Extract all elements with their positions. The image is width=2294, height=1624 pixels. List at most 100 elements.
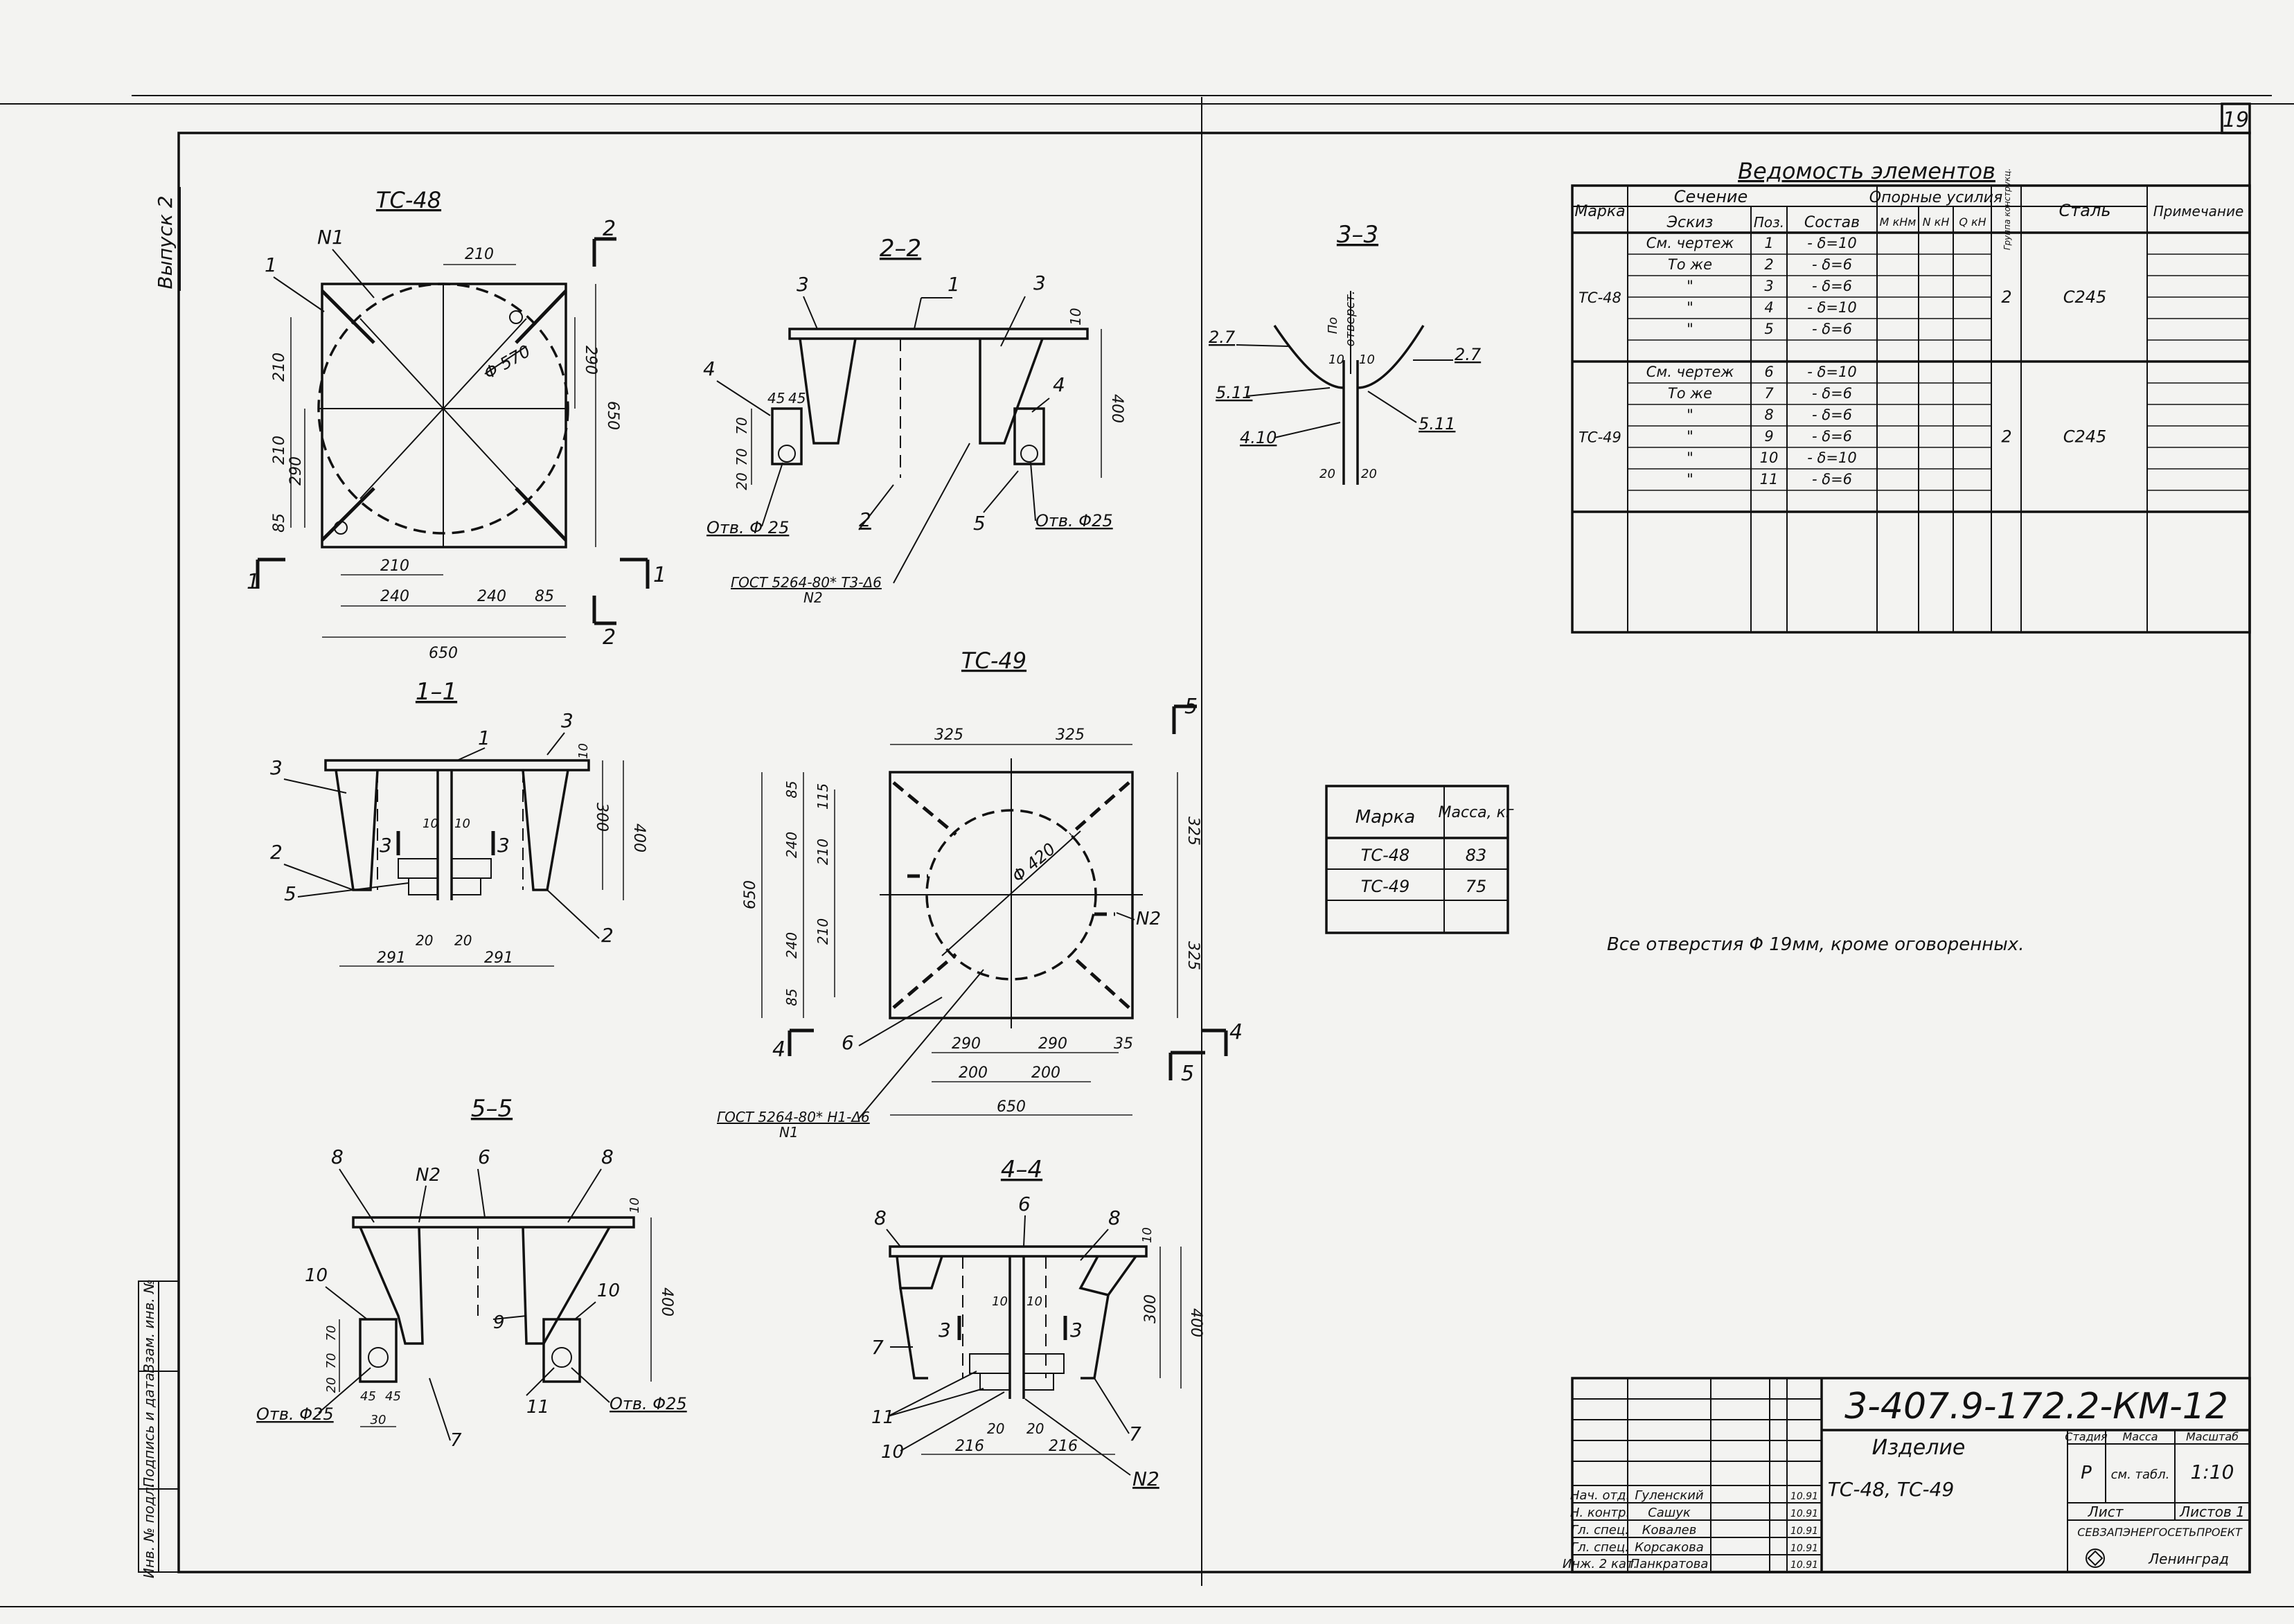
table-cell-sostav: - δ=10 bbox=[1807, 364, 1856, 380]
s33-d20a: 20 bbox=[1319, 467, 1335, 481]
tc49-b35: 35 bbox=[1114, 1035, 1133, 1053]
tc48-dim-overall: 650 bbox=[429, 645, 458, 662]
s55-top10: 10 bbox=[628, 1197, 642, 1213]
view-tc48-plan: ТС-48 1 N1 Φ 570 210 650 290 210 210 290… bbox=[247, 187, 666, 662]
tc48-dim-left-210a: 210 bbox=[271, 353, 288, 382]
tc49-callout-6: 6 bbox=[842, 1031, 854, 1054]
tb-scale: 1:10 bbox=[2191, 1461, 2234, 1483]
s33-vert2: отверст. bbox=[1343, 291, 1358, 347]
s33-label-410: 4.10 bbox=[1240, 428, 1277, 447]
th-n: N кН bbox=[1923, 215, 1950, 229]
tb-person-name: Панкратова bbox=[1630, 1557, 1709, 1571]
tb-logo-icon bbox=[2086, 1549, 2105, 1568]
table-cell-sostav: - δ=6 bbox=[1812, 471, 1852, 488]
tc49-b200a: 200 bbox=[959, 1064, 988, 1082]
s33-vert1: По bbox=[1326, 317, 1340, 334]
s33-d10b: 10 bbox=[1359, 353, 1375, 367]
tb-city: Ленинград bbox=[2148, 1551, 2229, 1567]
tb-org: СЕВЗАПЭНЕРГОСЕТЬПРОЕКТ bbox=[2077, 1526, 2243, 1539]
s22-callout-3a: 3 bbox=[797, 273, 809, 296]
tc49-l240a: 240 bbox=[783, 832, 800, 858]
tc49-top325a: 325 bbox=[934, 726, 963, 744]
s55-callout-7: 7 bbox=[450, 1430, 462, 1451]
s11-callout-5: 5 bbox=[284, 882, 296, 905]
tc49-mark-5-top: 5 bbox=[1184, 695, 1198, 719]
tb-person-date: 10.91 bbox=[1790, 1543, 1818, 1554]
view-section-3-3: 3–3 По отверст. 2.7 2.7 5.11 5.11 4.10 1… bbox=[1209, 221, 1482, 485]
table-cell-eskiz: То же bbox=[1668, 256, 1712, 273]
s22-callout-1: 1 bbox=[948, 273, 960, 296]
s44-d10a: 10 bbox=[992, 1294, 1008, 1309]
side-label: Выпуск 2 bbox=[154, 195, 177, 289]
s44-callout-8a: 8 bbox=[874, 1206, 887, 1229]
s22-dim-v70a: 70 bbox=[733, 417, 750, 434]
s55-callout-9: 9 bbox=[493, 1312, 505, 1333]
tc49-gost: ГОСТ 5264-80* Н1-Δ6 bbox=[717, 1109, 870, 1125]
tc49-l85b: 85 bbox=[783, 988, 800, 1006]
tb-mass-hdr: Масса bbox=[2122, 1430, 2158, 1443]
table-cell-marka: ТС-49 bbox=[1579, 429, 1621, 446]
tc49-b200b: 200 bbox=[1031, 1064, 1060, 1082]
tb-person-role: Гл. спец. bbox=[1571, 1540, 1629, 1555]
tc49-gost-sub: N1 bbox=[779, 1124, 799, 1141]
table-cell-stal: С245 bbox=[2063, 287, 2107, 307]
tb-scale-hdr: Масштаб bbox=[2186, 1430, 2239, 1443]
table-cell-sostav: - δ=6 bbox=[1812, 321, 1852, 337]
s55-title: 5–5 bbox=[471, 1095, 513, 1123]
sheet-number: 19 bbox=[2223, 108, 2249, 132]
s33-label-27a: 2.7 bbox=[1209, 328, 1236, 347]
mass-th-massa: Масса, кг bbox=[1439, 804, 1514, 821]
table-cell-poz: 6 bbox=[1764, 364, 1773, 380]
s11-w291b: 291 bbox=[484, 949, 513, 967]
s44-d10b: 10 bbox=[1026, 1294, 1042, 1309]
table-cell-poz: 9 bbox=[1764, 428, 1773, 445]
tc48-callout-1: 1 bbox=[265, 253, 277, 276]
table-cell-eskiz: " bbox=[1687, 321, 1693, 337]
s11-h300: 300 bbox=[593, 803, 610, 832]
archive-col1: Инв. № подл. bbox=[141, 1483, 157, 1578]
tb-stage-hdr: Стадия bbox=[2065, 1430, 2108, 1443]
tc49-b290a: 290 bbox=[952, 1035, 981, 1053]
s11-title: 1–1 bbox=[416, 678, 457, 706]
tb-stage: Р bbox=[2081, 1463, 2092, 1483]
elements-table-title: Ведомость элементов bbox=[1738, 158, 1995, 184]
tc49-l85a: 85 bbox=[783, 780, 800, 798]
th-poz: Поз. bbox=[1754, 214, 1784, 231]
tc48-dim-right-650: 650 bbox=[604, 401, 621, 430]
table-cell-eskiz: См. чертеж bbox=[1646, 364, 1734, 380]
s22-callout-3b: 3 bbox=[1033, 271, 1046, 294]
s44-mark-3a: 3 bbox=[939, 1319, 951, 1341]
s55-callout-11: 11 bbox=[526, 1397, 549, 1418]
tb-person-date: 10.91 bbox=[1790, 1526, 1818, 1537]
tc48-dim-left-85: 85 bbox=[271, 513, 288, 533]
title-block: 3-407.9-172.2-КМ-12 Изделие ТС-48, ТС-49… bbox=[1563, 1377, 2251, 1573]
view-section-1-1: 1–1 1 3 3 2 5 2 3 3 10 10 20 20 291 291 bbox=[270, 678, 648, 967]
s11-callout-2b: 2 bbox=[601, 924, 614, 947]
s55-45a: 45 bbox=[360, 1389, 376, 1404]
s11-mark-3a: 3 bbox=[380, 834, 392, 857]
archive-strip: Инв. № подл. Подпись и дата Взам. инв. № bbox=[138, 1279, 179, 1578]
s55-callout-8b: 8 bbox=[601, 1145, 614, 1168]
s33-d20b: 20 bbox=[1361, 467, 1377, 481]
s55-v70a: 70 bbox=[324, 1326, 339, 1341]
s33-d10a: 10 bbox=[1328, 353, 1344, 367]
tc49-mark-5-bottom: 5 bbox=[1181, 1062, 1194, 1086]
table-cell-gruppa: 2 bbox=[2001, 427, 2011, 447]
table-cell-poz: 2 bbox=[1764, 256, 1773, 273]
s33-label-511a: 5.11 bbox=[1216, 383, 1252, 402]
s55-hole-right: Отв. Φ25 bbox=[610, 1394, 687, 1413]
s22-callout-4b: 4 bbox=[1053, 373, 1065, 396]
s22-dim-45b: 45 bbox=[788, 390, 806, 407]
tc49-mark-4-left: 4 bbox=[772, 1037, 785, 1062]
tb-product: ТС-48, ТС-49 bbox=[1828, 1478, 1955, 1501]
table-cell-marka: ТС-48 bbox=[1579, 289, 1621, 306]
tb-product-label: Изделие bbox=[1872, 1436, 1966, 1460]
tc48-dim-bot-85: 85 bbox=[535, 588, 554, 605]
table-cell-sostav: - δ=6 bbox=[1812, 256, 1852, 273]
table-cell-eskiz: " bbox=[1687, 407, 1693, 423]
s44-callout-7b: 7 bbox=[1129, 1422, 1141, 1445]
tc49-l115: 115 bbox=[815, 783, 831, 810]
tb-mass: см. табл. bbox=[2111, 1467, 2170, 1482]
table-cell-sostav: - δ=6 bbox=[1812, 278, 1852, 294]
